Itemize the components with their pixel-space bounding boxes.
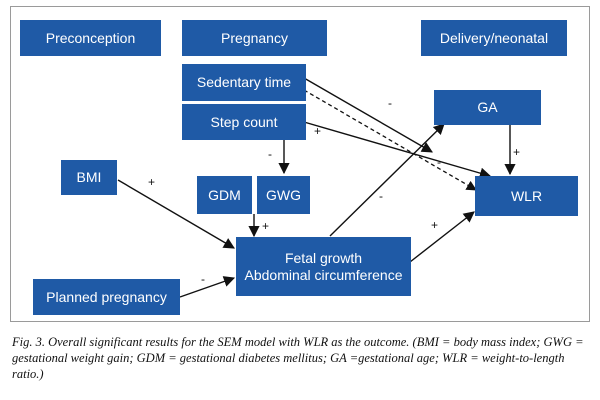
fetal-growth-line2: Abdominal circumference — [244, 266, 403, 283]
node-wlr: WLR — [475, 176, 578, 216]
sign-step-to-gdm-gwg: - — [268, 147, 272, 161]
node-ga: GA — [434, 90, 541, 125]
edge-fetal-to-ga — [329, 123, 445, 237]
sign-sedentary-to-wlr-dashed: - — [437, 155, 441, 169]
node-preconception: Preconception — [20, 20, 161, 56]
sign-planned-to-fetal: - — [201, 272, 205, 286]
node-planned-pregnancy: Planned pregnancy — [33, 279, 180, 315]
edge-bmi-to-fetal — [117, 179, 235, 249]
sign-bmi-to-fetal: + — [148, 175, 156, 189]
sign-gdm-to-fetal: + — [262, 219, 270, 233]
fetal-growth-line1: Fetal growth — [284, 250, 363, 267]
node-gwg: GWG — [257, 176, 310, 214]
node-step-count: Step count — [182, 104, 306, 140]
sign-sedentary-to-ga: - — [388, 96, 392, 110]
edge-planned-to-fetal — [179, 276, 236, 298]
node-delivery-neonatal: Delivery/neonatal — [421, 20, 567, 56]
edge-sedentary-to-wlr-dashed — [303, 89, 477, 191]
figure-caption: Fig. 3. Overall significant results for … — [12, 335, 584, 381]
sign-fetal-to-ga: - — [379, 189, 383, 203]
edge-step-to-wlr — [303, 121, 492, 179]
node-fetal-growth: Fetal growth Abdominal circumference — [236, 237, 411, 296]
node-gdm: GDM — [197, 176, 252, 214]
node-bmi: BMI — [61, 160, 117, 195]
edge-fetal-to-wlr — [409, 211, 475, 263]
node-sedentary-time: Sedentary time — [182, 64, 306, 101]
diagram-edges — [117, 77, 516, 298]
sign-step-to-wlr: + — [314, 124, 322, 138]
sign-fetal-to-wlr: + — [431, 218, 439, 232]
sign-ga-to-wlr: + — [513, 145, 521, 159]
edge-sedentary-to-ga — [303, 77, 433, 153]
node-pregnancy: Pregnancy — [182, 20, 327, 56]
